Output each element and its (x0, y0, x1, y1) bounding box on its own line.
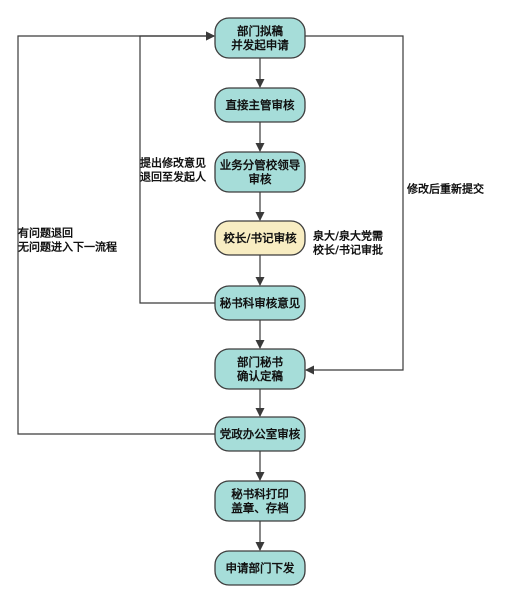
flow-node-label: 秘书科打印 (231, 487, 289, 501)
flow-node-secretariat-opinion: 秘书科审核意见 (214, 285, 306, 321)
arrow-problem-branch (17, 31, 215, 435)
flow-node-label: 直接主管审核 (226, 98, 295, 112)
flow-node-principal-review: 校长/书记审核 (214, 220, 306, 256)
flow-node-box (214, 220, 306, 256)
arrow-return-to-initiator (139, 31, 215, 304)
flow-node-supervisor-review: 直接主管审核 (214, 87, 306, 123)
flow-node-box (214, 151, 306, 193)
flowchart-edges (17, 31, 404, 551)
flow-node-label: 申请部门下发 (226, 561, 295, 575)
flow-node-label: 校长/书记审核 (223, 231, 297, 245)
flow-node-label: 确认定稿 (237, 369, 283, 383)
flow-label-line: 退回至发起人 (140, 170, 207, 184)
flow-node-box (214, 17, 306, 59)
flow-node-label: 审核 (249, 172, 272, 186)
flow-node-label: 业务分管校领导 (220, 158, 301, 172)
flow-node-box (214, 285, 306, 321)
flow-node-box (214, 416, 306, 452)
flowchart-nodes: 部门拟稿并发起申请直接主管审核业务分管校领导审核校长/书记审核秘书科审核意见部门… (214, 17, 306, 586)
flow-node-label: 部门拟稿 (237, 24, 283, 38)
flow-label-line: 提出修改意见 (140, 156, 206, 170)
flow-node-box (214, 348, 306, 390)
flow-label-line: 无问题进入下一流程 (17, 240, 117, 254)
flow-node-label: 并发起申请 (231, 38, 289, 52)
flow-label-resubmit: 修改后重新提交 (406, 182, 484, 196)
flow-node-label: 部门秘书 (237, 355, 283, 369)
flow-node-box (214, 480, 306, 522)
flow-node-box (214, 550, 306, 586)
flow-label-line: 校长/书记审批 (313, 243, 383, 257)
flow-label-line: 修改后重新提交 (406, 182, 484, 196)
flow-node-label: 党政办公室审核 (220, 427, 301, 441)
flow-label-line: 泉大/泉大党需 (312, 229, 383, 243)
arrow-resubmit (305, 35, 404, 375)
flow-node-label: 盖章、存档 (231, 501, 289, 515)
flow-node-label: 秘书科审核意见 (220, 296, 301, 310)
flow-node-issue: 申请部门下发 (214, 550, 306, 586)
flow-node-office-review: 党政办公室审核 (214, 416, 306, 452)
flow-label-line: 有问题退回 (18, 226, 73, 240)
flow-node-box (214, 87, 306, 123)
